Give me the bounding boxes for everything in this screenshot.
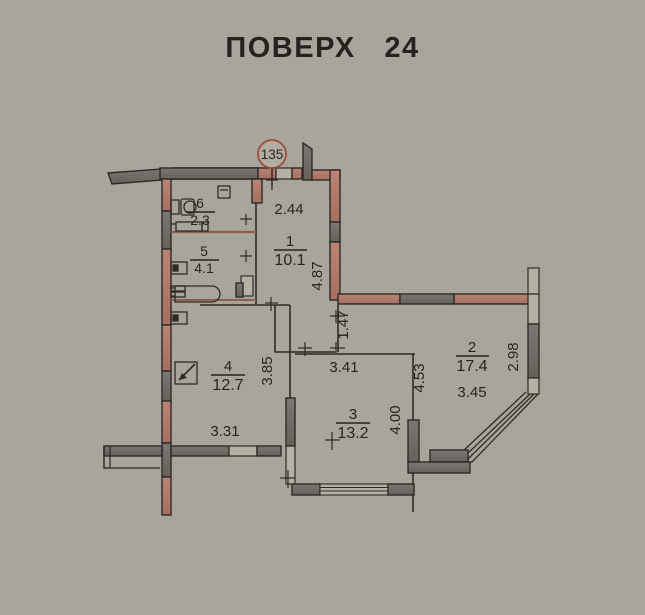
dimension-label: 2.98 xyxy=(505,342,522,371)
dimension-label: 1.47 xyxy=(335,310,352,339)
fixtures-group xyxy=(170,185,231,385)
dimension-label: 4.53 xyxy=(411,363,428,392)
room-area: 4.1 xyxy=(194,260,214,276)
riser-box xyxy=(170,285,186,298)
room-area: 17.4 xyxy=(456,358,487,375)
room-area: 10.1 xyxy=(274,252,305,269)
dimension-label: 3.41 xyxy=(329,359,358,376)
dimension-label: 4.87 xyxy=(309,261,326,290)
toilet-fixture xyxy=(170,198,197,216)
dimension-label: 4.00 xyxy=(387,405,404,434)
room-number: 2 xyxy=(468,339,476,356)
room-area: 13.2 xyxy=(337,425,368,442)
callout-label: 135 xyxy=(261,147,284,162)
dimension-labels-group: 2.44 4.87 1.47 3.41 3.85 3.31 4.00 4.53 … xyxy=(210,201,522,440)
niche-box xyxy=(217,185,231,199)
electrical-panel-icon xyxy=(174,361,198,385)
dimension-label: 3.45 xyxy=(457,384,486,401)
room-area: 2.3 xyxy=(190,212,210,228)
room-labels-group: 1 10.1 2 17.4 3 13.2 4 12.7 5 xyxy=(186,195,489,442)
page-title: ПОВЕРХ 24 xyxy=(225,32,420,64)
dimension-label: 3.31 xyxy=(210,423,239,440)
room-area: 12.7 xyxy=(212,377,243,394)
room-number: 3 xyxy=(349,406,357,423)
room-label-3: 3 13.2 xyxy=(336,406,370,442)
dimension-label: 3.85 xyxy=(259,356,276,385)
walls-group xyxy=(103,141,540,516)
room-number: 6 xyxy=(196,195,204,211)
room-label-4: 4 12.7 xyxy=(211,358,245,394)
room-number: 1 xyxy=(286,233,294,250)
room-label-1: 1 10.1 xyxy=(274,233,307,269)
room-label-6: 6 2.3 xyxy=(186,195,215,228)
sink-fixture xyxy=(171,221,209,232)
dimension-label: 2.44 xyxy=(274,201,303,218)
room-number-callout-135: 135 xyxy=(257,139,287,186)
wall-box-lower xyxy=(170,311,188,325)
room-label-2: 2 17.4 xyxy=(456,339,489,375)
room-number: 4 xyxy=(224,358,232,375)
room-number: 5 xyxy=(200,243,208,259)
wall-box-upper xyxy=(170,261,188,275)
room-label-5: 5 4.1 xyxy=(190,243,219,276)
